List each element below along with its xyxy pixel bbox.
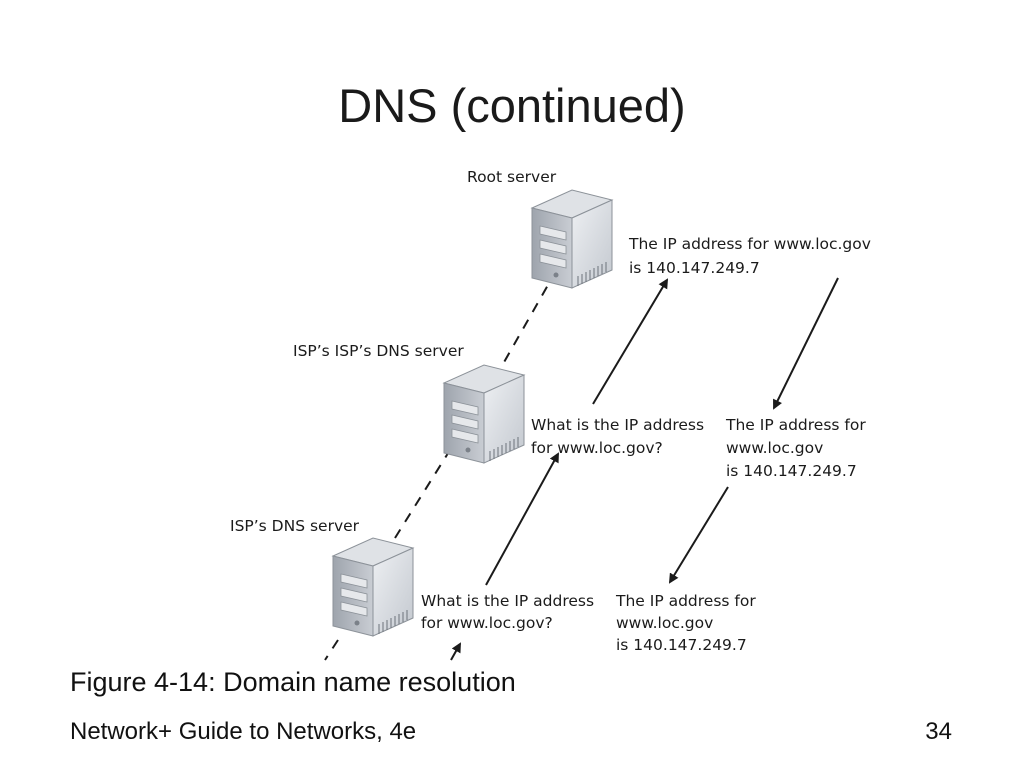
slide-title: DNS (continued) xyxy=(338,79,686,132)
link-isp-isp-to-root xyxy=(494,284,549,379)
reply-from-isp-isp-line-3: is 140.147.249.7 xyxy=(726,462,857,480)
reply-from-root-text: The IP address for www.loc.gov is 140.14… xyxy=(628,235,876,277)
reply-from-isp-isp-line-2: www.loc.gov xyxy=(726,439,823,457)
root-server-icon xyxy=(531,189,613,289)
arrow-reply-isp-isp-to-isp xyxy=(668,486,729,584)
query-to-isp-isp-line-2: for www.loc.gov? xyxy=(421,614,553,632)
arrow-reply-root-to-isp-isp xyxy=(773,277,839,410)
link-isp-to-isp-isp xyxy=(394,449,451,539)
query-to-root-line-2: for www.loc.gov? xyxy=(531,439,663,457)
reply-from-isp-text: The IP address for www.loc.gov is 140.14… xyxy=(615,592,761,654)
page-number: 34 xyxy=(925,718,952,745)
reply-from-isp-line-1: The IP address for xyxy=(615,592,756,610)
arrow-query-isp-isp-to-root xyxy=(592,278,669,405)
reply-from-isp-isp-text: The IP address for www.loc.gov is 140.14… xyxy=(725,416,871,480)
link-isp-to-client xyxy=(324,639,339,661)
reply-from-root-line-2: is 140.147.249.7 xyxy=(629,259,760,277)
footer-book-title: Network+ Guide to Networks, 4e xyxy=(70,718,417,745)
reply-from-root-line-1: The IP address for www.loc.gov xyxy=(628,235,871,253)
isp-dns-server-icon xyxy=(332,537,414,637)
root-server-label: Root server xyxy=(467,168,557,186)
reply-from-isp-line-3: is 140.147.249.7 xyxy=(616,636,747,654)
query-to-isp-isp-text: What is the IP address for www.loc.gov? xyxy=(421,592,599,632)
isp-isp-dns-server-label: ISP’s ISP’s DNS server xyxy=(293,342,464,360)
reply-from-isp-line-2: www.loc.gov xyxy=(616,614,713,632)
isp-dns-server-label: ISP’s DNS server xyxy=(230,517,360,535)
query-to-isp-isp-line-1: What is the IP address xyxy=(421,592,594,610)
reply-from-isp-isp-line-1: The IP address for xyxy=(725,416,866,434)
figure-caption: Figure 4-14: Domain name resolution xyxy=(70,667,516,697)
query-to-root-line-1: What is the IP address xyxy=(531,416,704,434)
query-to-root-text: What is the IP address for www.loc.gov? xyxy=(531,416,709,457)
isp-isp-dns-server-icon xyxy=(443,364,525,464)
arrow-query-client-to-isp xyxy=(450,642,461,661)
arrow-query-isp-to-isp-isp xyxy=(485,452,559,586)
